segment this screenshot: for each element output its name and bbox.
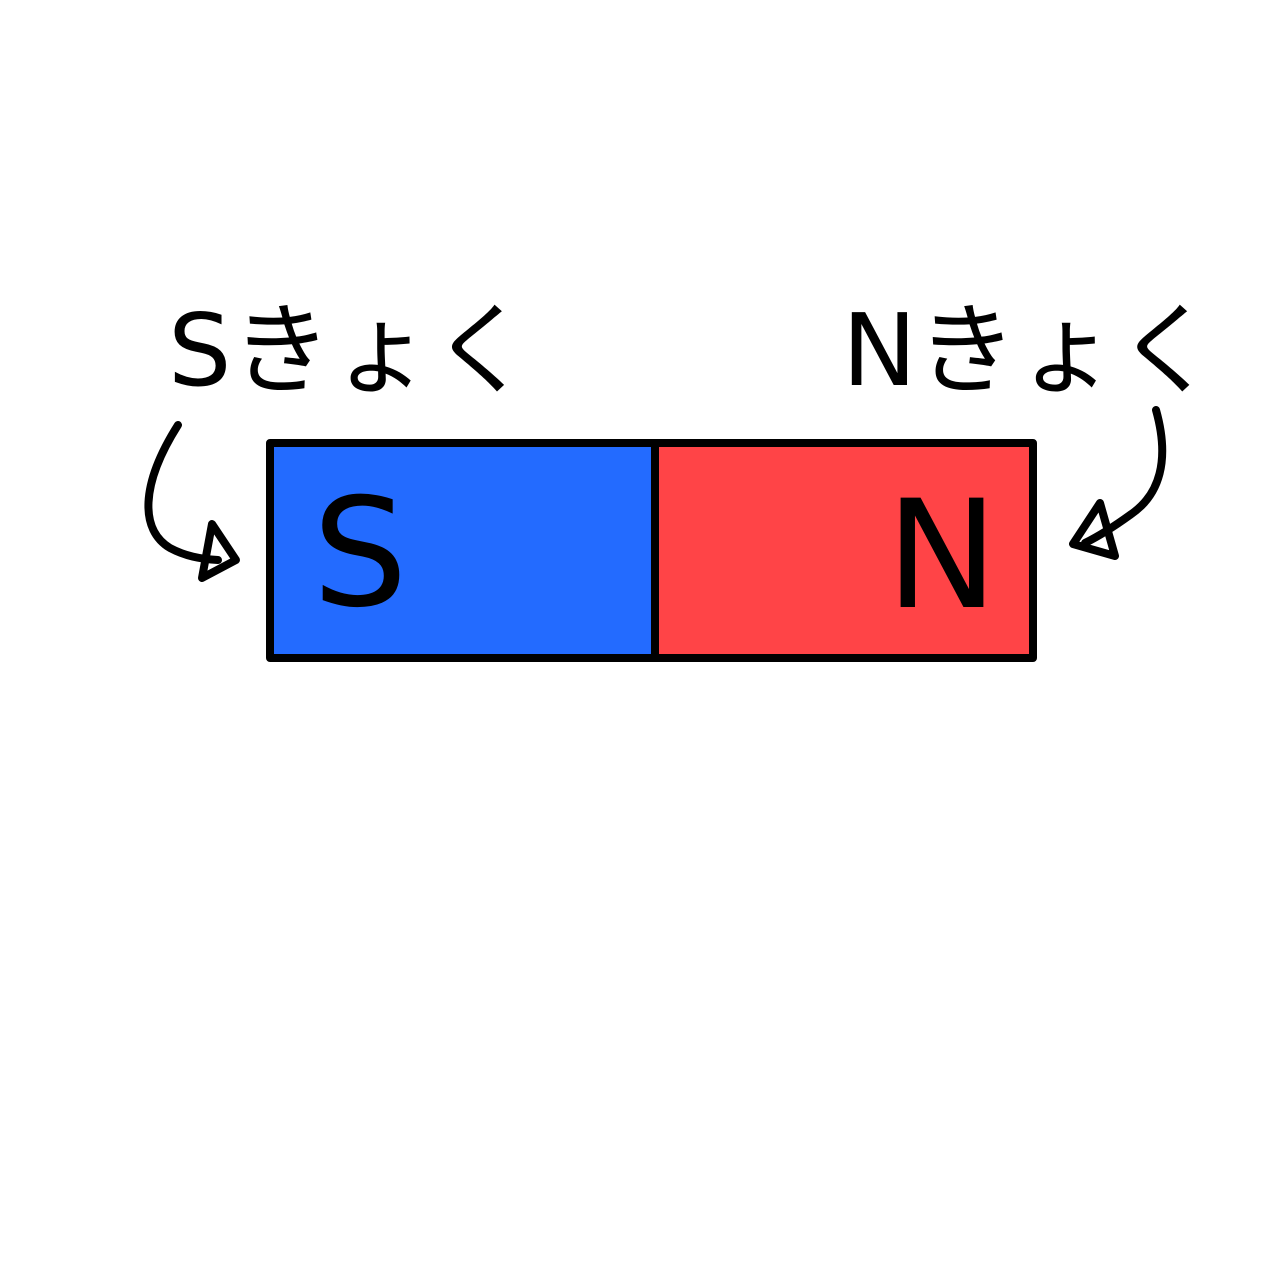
north-pole-letter: N bbox=[886, 469, 998, 643]
south-pointer-arrow bbox=[144, 421, 240, 582]
magnet-north-half bbox=[655, 443, 1033, 658]
north-pole-caption: Nきょく bbox=[842, 292, 1217, 409]
magnet-outline bbox=[266, 439, 1037, 662]
south-pole-letter: S bbox=[312, 467, 407, 641]
south-pole-caption: Sきょく bbox=[168, 292, 531, 409]
magnet-south-half bbox=[270, 443, 655, 658]
north-pointer-arrow bbox=[1069, 406, 1167, 560]
